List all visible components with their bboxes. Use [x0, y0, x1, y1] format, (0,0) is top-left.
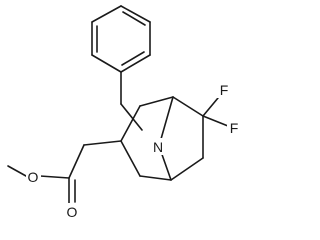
- ester-oxygen-label: O: [28, 169, 39, 185]
- chemical-structure: N F F O O: [7, 5, 241, 220]
- fluorine-right-label: F: [230, 120, 239, 136]
- ester-oxygen-atom: O: [26, 168, 41, 185]
- bicyclic-core: [120, 96, 204, 181]
- carbonyl-oxygen-atom: O: [64, 203, 79, 220]
- benzyl-linker: [120, 71, 143, 131]
- difluoro-bonds: [202, 97, 229, 127]
- fluorine-atom-upper: F: [217, 81, 231, 98]
- ester-side-chain: [7, 140, 122, 205]
- nitrogen-atom: N: [150, 138, 166, 155]
- nitrogen-label: N: [153, 139, 163, 155]
- fluorine-upper-label: F: [220, 82, 229, 98]
- benzene-ring: [91, 5, 151, 73]
- fluorine-atom-right: F: [227, 119, 241, 136]
- carbonyl-oxygen-label: O: [67, 204, 78, 220]
